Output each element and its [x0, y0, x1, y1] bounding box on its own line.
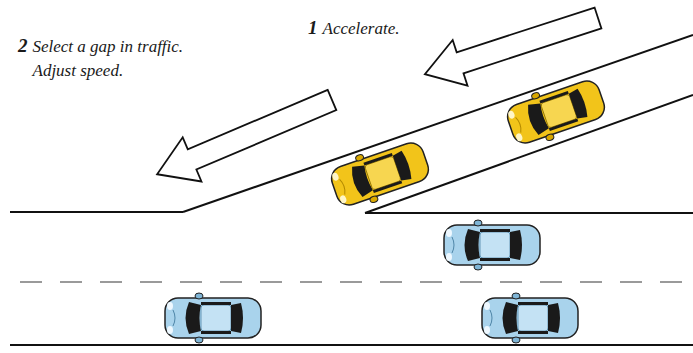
road-edge [365, 212, 693, 214]
callout-number: 2 [18, 34, 28, 58]
road-edge [10, 344, 693, 346]
callout-number: 1 [308, 16, 318, 40]
step-text: Select a gap in traffic. Adjust speed. [33, 35, 213, 83]
merging-car [502, 73, 609, 152]
traffic-car [444, 220, 540, 270]
step-text: Accelerate. [323, 17, 400, 41]
traffic-car [165, 293, 261, 343]
direction-arrow [417, 0, 605, 97]
traffic-car [482, 293, 578, 343]
merging-car [326, 135, 433, 214]
road-edge [10, 211, 183, 213]
direction-arrow [148, 78, 342, 196]
lane-divider [20, 281, 693, 283]
